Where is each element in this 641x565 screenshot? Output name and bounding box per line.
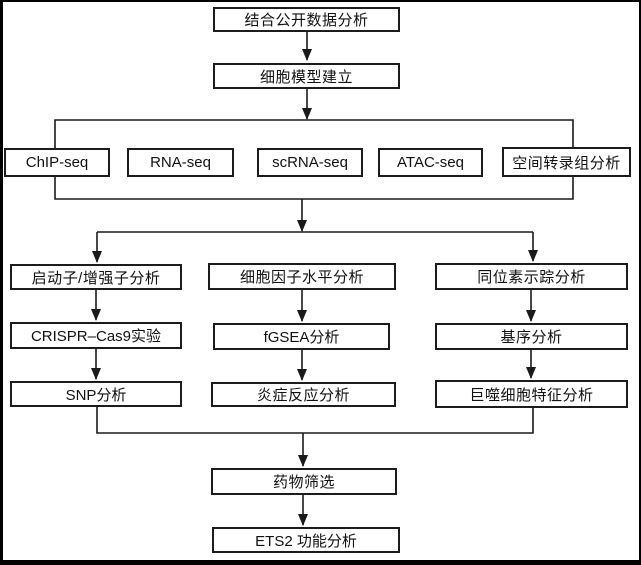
node-atac-seq: ATAC-seq — [378, 148, 483, 177]
node-scrna-seq: scRNA-seq — [257, 148, 363, 177]
node-cell-model-establishment: 细胞模型建立 — [213, 63, 400, 89]
node-chip-seq: ChIP-seq — [4, 148, 110, 177]
node-rna-seq: RNA-seq — [127, 148, 234, 177]
node-drug-screening: 药物筛选 — [211, 468, 397, 495]
node-spatial-transcriptomics-analysis: 空间转录组分析 — [502, 147, 631, 177]
node-combined-public-data-analysis: 结合公开数据分析 — [213, 7, 400, 32]
node-ets2-functional-analysis: ETS2 功能分析 — [212, 527, 400, 553]
node-snp-analysis: SNP分析 — [10, 381, 182, 407]
node-inflammatory-response-analysis: 炎症反应分析 — [211, 382, 396, 407]
node-macrophage-signature-analysis: 巨噬细胞特征分析 — [435, 380, 628, 408]
node-fgsea-analysis: fGSEA分析 — [213, 323, 390, 350]
node-cytokine-level-analysis: 细胞因子水平分析 — [208, 263, 396, 290]
seq-row-collector — [54, 177, 574, 200]
node-promoter-enhancer-analysis: 启动子/增强子分析 — [10, 264, 182, 290]
node-crispr-cas9-experiment: CRISPR–Cas9实验 — [10, 322, 182, 349]
columns-merge-collector — [96, 407, 534, 434]
seq-row-bracket — [54, 119, 574, 148]
node-motif-analysis: 基序分析 — [435, 323, 628, 350]
node-isotope-tracing-analysis: 同位素示踪分析 — [435, 263, 628, 290]
